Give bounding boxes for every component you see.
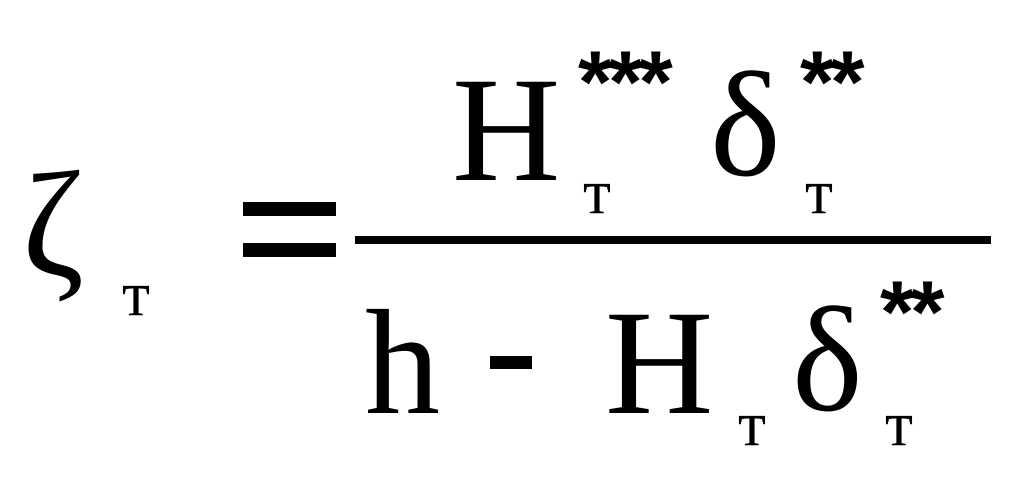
- numerator-H-superscript: ***: [578, 32, 673, 131]
- numerator-delta: δ: [710, 42, 781, 208]
- denominator-h: h: [365, 280, 440, 446]
- lhs-zeta: ζ: [22, 142, 85, 308]
- numerator-delta-superscript: **: [800, 32, 864, 131]
- denominator-H: H: [605, 280, 714, 446]
- fraction-bar: [355, 236, 991, 244]
- denominator-H-subscript: т: [738, 388, 766, 459]
- denominator-delta: δ: [792, 277, 863, 443]
- numerator-delta-subscript: т: [805, 156, 833, 227]
- lhs-subscript: т: [122, 258, 150, 329]
- denominator-delta-subscript: т: [885, 388, 913, 459]
- denominator-minus: [490, 356, 532, 369]
- numerator-H: H: [452, 47, 561, 213]
- denominator-delta-superscript: **: [880, 262, 944, 361]
- numerator-H-subscript: т: [583, 156, 611, 227]
